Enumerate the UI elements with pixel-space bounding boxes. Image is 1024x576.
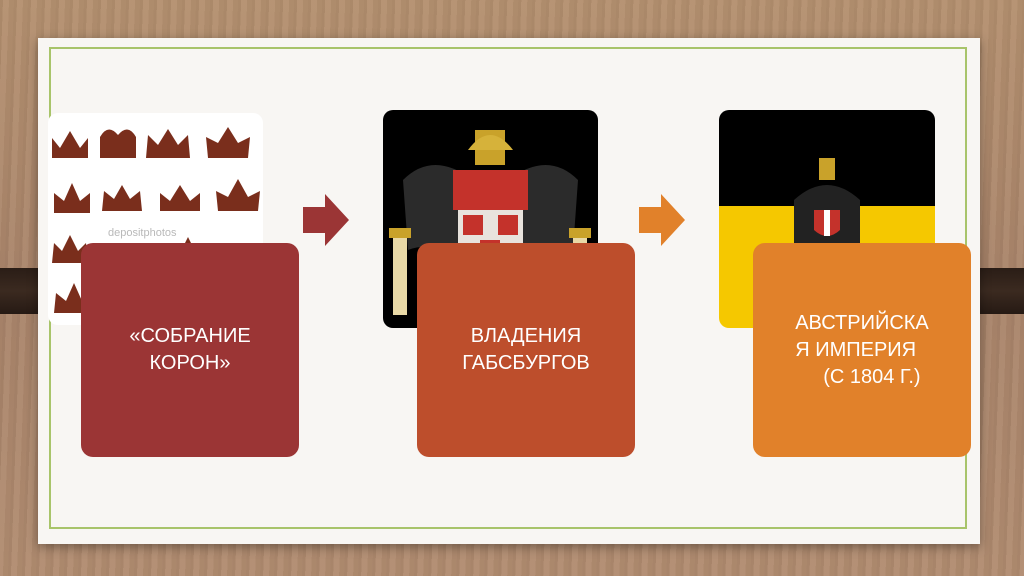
habsburg-line-2: ГАБСБУРГОВ (462, 352, 590, 374)
crowns-line-2: КОРОН» (149, 352, 231, 374)
habsburg-box: ВЛАДЕНИЯ ГАБСБУРГОВ (417, 243, 635, 457)
watermark-text: depositphotos (108, 227, 177, 239)
empire-line-1: АВСТРИЙСКА (795, 311, 929, 334)
empire-line-3: (С 1804 Г.) (823, 365, 921, 388)
crowns-line-1: «СОБРАНИЕ (129, 325, 251, 347)
crowns-box: «СОБРАНИЕ КОРОН» (81, 243, 299, 457)
crowns-box-text: «СОБРАНИЕ КОРОН» (129, 323, 250, 377)
habsburg-line-1: ВЛАДЕНИЯ (470, 325, 582, 347)
habsburg-box-text: ВЛАДЕНИЯ ГАБСБУРГОВ (462, 323, 590, 377)
empire-box-text: АВСТРИЙСКА Я ИМПЕРИЯ (С 1804 Г.) (795, 310, 929, 391)
arrow-right-icon (303, 194, 349, 246)
empire-line-2: Я ИМПЕРИЯ (795, 338, 917, 361)
arrow-right-icon-2 (639, 194, 685, 246)
crowns-illustration: depositphotos (52, 127, 260, 313)
empire-box: АВСТРИЙСКА Я ИМПЕРИЯ (С 1804 Г.) (753, 243, 971, 457)
